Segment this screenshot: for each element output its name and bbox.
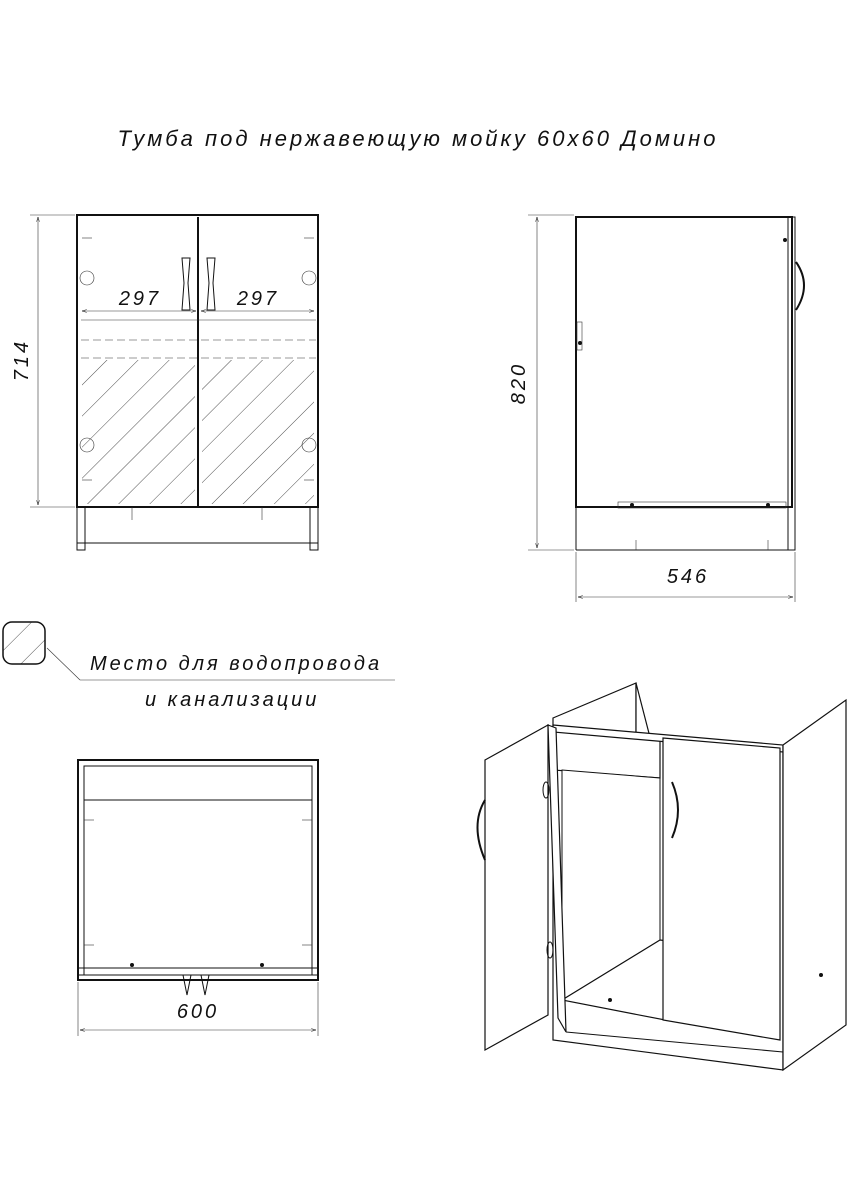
front-view: 297 297 714	[11, 214, 319, 551]
isometric-view	[476, 682, 847, 1072]
side-handle	[795, 261, 805, 311]
legend-line2: и канализации	[145, 689, 319, 711]
legend: Место для водопровода и канализации	[2, 621, 395, 711]
legend-hatch-swatch	[2, 621, 46, 665]
iso-side-panel	[782, 698, 847, 1072]
handle-right	[206, 257, 216, 311]
dim-door-right: 297	[236, 288, 279, 310]
utility-hatch-right	[202, 360, 314, 504]
dim-side-height: 820	[508, 362, 530, 404]
drawing-title: Тумба под нержавеющую мойку 60х60 Домино	[118, 126, 719, 151]
iso-right-door	[662, 737, 781, 1041]
dim-top-width: 600	[177, 1001, 219, 1023]
dim-door-left: 297	[118, 288, 161, 310]
dim-side-depth: 546	[667, 566, 709, 588]
top-view: 600	[77, 759, 319, 1036]
legend-line1: Место для водопровода	[90, 653, 382, 675]
dim-front-height: 714	[11, 339, 33, 381]
side-view: 820 546	[508, 214, 805, 602]
handle-left	[181, 257, 191, 311]
utility-hatch-left	[82, 360, 195, 504]
top-handles	[182, 974, 210, 996]
plinth	[76, 506, 319, 544]
iso-left-door	[484, 723, 549, 1052]
